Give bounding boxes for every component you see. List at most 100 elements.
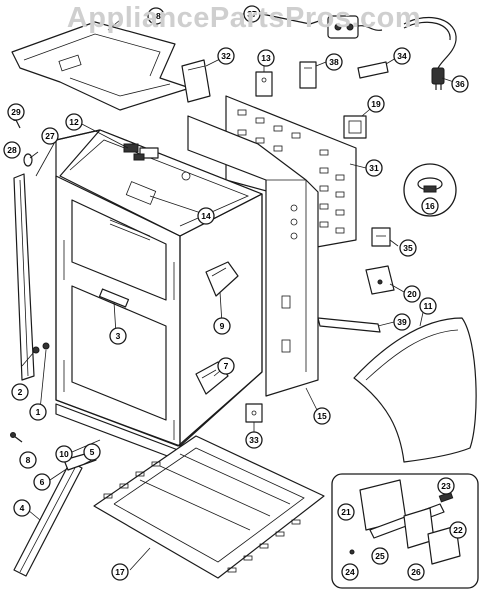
- callout-label: 29: [11, 107, 21, 117]
- callout-label: 25: [375, 551, 385, 561]
- callout-28[interactable]: 28: [3, 141, 21, 159]
- callout-29[interactable]: 29: [7, 103, 25, 121]
- callout-label: 1: [36, 407, 41, 417]
- callout-19[interactable]: 19: [367, 95, 385, 113]
- parts-inset-box: [331, 473, 479, 589]
- part-side-channel: [187, 115, 319, 397]
- callout-25[interactable]: 25: [371, 547, 389, 565]
- callout-3[interactable]: 3: [109, 327, 127, 345]
- callout-20[interactable]: 20: [403, 285, 421, 303]
- callouts: 18 37 32 13 38 34 36 19 31 16 35 20 11 3…: [3, 5, 469, 581]
- callout-label: 15: [317, 411, 327, 421]
- callout-31[interactable]: 31: [365, 159, 383, 177]
- callout-label: 31: [369, 163, 379, 173]
- part-39: [317, 317, 381, 333]
- part-hinge-rail: [13, 461, 83, 577]
- callout-label: 34: [397, 51, 407, 61]
- part-clip-28: [23, 153, 33, 167]
- callout-22[interactable]: 22: [449, 521, 467, 539]
- callout-label: 4: [20, 503, 25, 513]
- callout-label: 38: [329, 57, 339, 67]
- callout-15[interactable]: 15: [313, 407, 331, 425]
- watermark-text: AppliancePartsPros.com: [66, 2, 422, 34]
- callout-label: 12: [69, 117, 79, 127]
- callout-37[interactable]: 37: [243, 5, 261, 23]
- callout-label: 3: [116, 331, 121, 341]
- callout-14[interactable]: 14: [197, 207, 215, 225]
- callout-32[interactable]: 32: [217, 47, 235, 65]
- part-insulation: [353, 317, 477, 463]
- callout-label: 36: [455, 79, 465, 89]
- callout-24[interactable]: 24: [341, 563, 359, 581]
- callout-26[interactable]: 26: [407, 563, 425, 581]
- callout-7[interactable]: 7: [217, 357, 235, 375]
- callout-2[interactable]: 2: [11, 383, 29, 401]
- callout-label: 33: [249, 435, 259, 445]
- callout-label: 11: [424, 301, 433, 311]
- callout-label: 20: [407, 289, 417, 299]
- callout-label: 39: [397, 317, 407, 327]
- part-19: [343, 115, 367, 139]
- callout-label: 8: [26, 455, 31, 465]
- callout-10[interactable]: 10: [55, 445, 73, 463]
- callout-label: 26: [411, 567, 421, 577]
- callout-label: 14: [201, 211, 211, 221]
- callout-4[interactable]: 4: [13, 499, 31, 517]
- callout-label: 23: [441, 481, 451, 491]
- part-bottom-pan: [93, 435, 325, 579]
- part-34: [357, 61, 389, 79]
- callout-label: 17: [115, 567, 125, 577]
- part-power-cord: [403, 16, 457, 90]
- callout-label: 22: [453, 525, 463, 535]
- callout-8[interactable]: 8: [19, 451, 37, 469]
- callout-9[interactable]: 9: [213, 317, 231, 335]
- callout-label: 13: [261, 53, 271, 63]
- callout-16[interactable]: 16: [421, 197, 439, 215]
- callout-35[interactable]: 35: [399, 239, 417, 257]
- callout-label: 19: [371, 99, 381, 109]
- callout-17[interactable]: 17: [111, 563, 129, 581]
- part-bracket-9: [205, 261, 239, 297]
- part-33: [245, 403, 263, 423]
- callout-27[interactable]: 27: [41, 127, 59, 145]
- callout-label: 21: [341, 507, 351, 517]
- callout-12[interactable]: 12: [65, 113, 83, 131]
- callout-label: 35: [403, 243, 413, 253]
- part-plate-13: [255, 71, 273, 97]
- callout-36[interactable]: 36: [451, 75, 469, 93]
- part-clip-38: [299, 61, 317, 89]
- callout-21[interactable]: 21: [337, 503, 355, 521]
- callout-label: 18: [151, 11, 161, 21]
- callout-label: 10: [59, 449, 69, 459]
- callout-34[interactable]: 34: [393, 47, 411, 65]
- callout-33[interactable]: 33: [245, 431, 263, 449]
- callout-5[interactable]: 5: [83, 443, 101, 461]
- callout-label: 27: [45, 131, 55, 141]
- callout-label: 9: [220, 321, 225, 331]
- callout-label: 5: [90, 447, 95, 457]
- callout-18[interactable]: 18: [147, 7, 165, 25]
- callout-label: 32: [221, 51, 231, 61]
- callout-23[interactable]: 23: [437, 477, 455, 495]
- callout-label: 28: [7, 145, 17, 155]
- callout-label: 37: [247, 9, 257, 19]
- callout-6[interactable]: 6: [33, 473, 51, 491]
- part-35: [371, 227, 391, 247]
- callout-1[interactable]: 1: [29, 403, 47, 421]
- part-20: [365, 265, 395, 295]
- callout-38[interactable]: 38: [325, 53, 343, 71]
- callout-label: 2: [18, 387, 23, 397]
- callout-label: 24: [345, 567, 355, 577]
- part-hardware-12: [123, 143, 159, 161]
- callout-39[interactable]: 39: [393, 313, 411, 331]
- callout-11[interactable]: 11: [419, 297, 437, 315]
- part-side-trim: [13, 173, 35, 381]
- callout-label: 7: [224, 361, 229, 371]
- callout-13[interactable]: 13: [257, 49, 275, 67]
- part-screw-8: [10, 432, 23, 443]
- part-2: [32, 342, 50, 354]
- part-16-inset: [403, 163, 457, 217]
- part-bracket-32: [181, 59, 211, 103]
